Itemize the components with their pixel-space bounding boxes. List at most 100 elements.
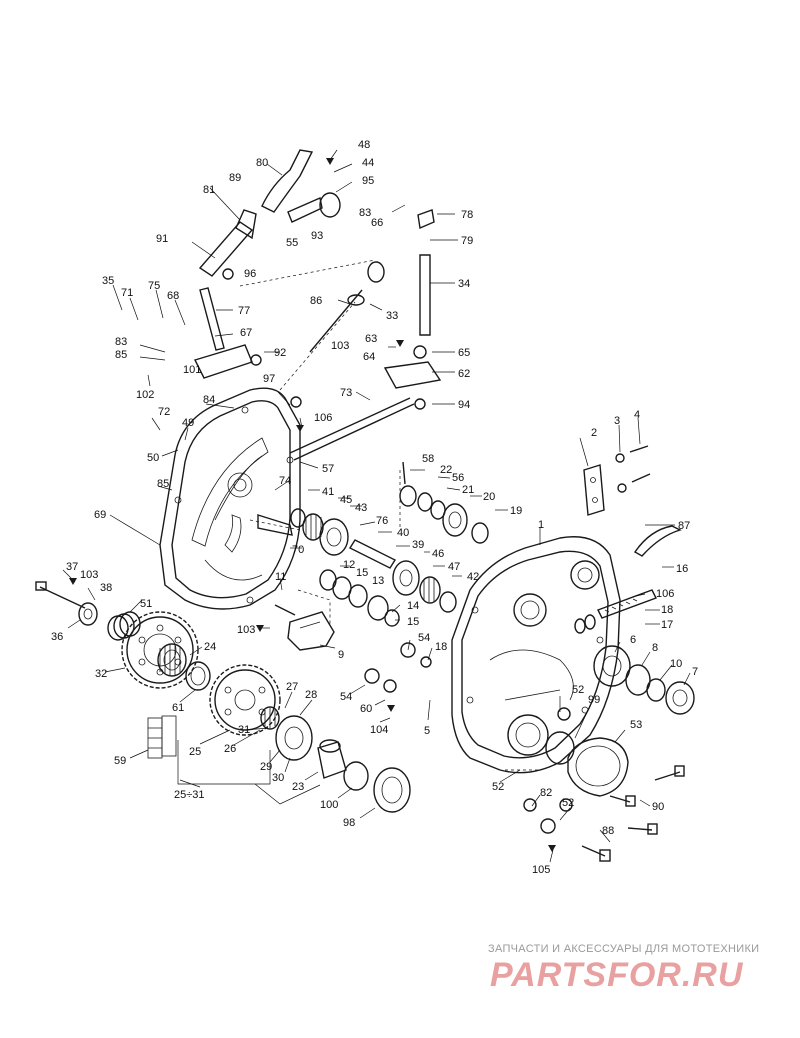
label-18-right: 18 — [661, 604, 673, 616]
label-18-mid: 18 — [435, 641, 447, 653]
label-79: 79 — [461, 235, 473, 247]
label-8: 8 — [652, 642, 658, 654]
label-30: 30 — [272, 772, 284, 784]
label-28: 28 — [305, 689, 317, 701]
label-68: 68 — [167, 290, 179, 302]
label-63: 63 — [365, 333, 377, 345]
label-57: 57 — [322, 463, 334, 475]
label-25: 25 — [189, 746, 201, 758]
label-49: 49 — [182, 417, 194, 429]
label-94: 94 — [458, 399, 470, 411]
label-21: 21 — [462, 484, 474, 496]
washer-19 — [471, 522, 489, 544]
rings-17-18 — [574, 614, 596, 634]
label-3: 3 — [614, 415, 620, 427]
label-41: 41 — [322, 486, 334, 498]
ring-99 — [545, 731, 575, 765]
label-52-top: 52 — [572, 684, 584, 696]
small-fasteners — [69, 158, 573, 852]
label-106-right: 106 — [656, 588, 674, 600]
label-32: 32 — [95, 668, 107, 680]
label-13: 13 — [372, 575, 384, 587]
label-83-left: 83 — [115, 336, 127, 348]
label-24: 24 — [204, 641, 216, 653]
label-43: 43 — [355, 502, 367, 514]
label-69: 69 — [94, 509, 106, 521]
label-85-mid: 85 — [157, 478, 169, 490]
label-103-mid: 103 — [237, 624, 255, 636]
cable-86 — [309, 261, 385, 353]
oring-100 — [343, 761, 369, 791]
washer-10 — [646, 678, 666, 702]
label-42: 42 — [467, 571, 479, 583]
shaft-40 — [348, 539, 397, 569]
label-33: 33 — [386, 310, 398, 322]
label-29: 29 — [260, 761, 272, 773]
label-35: 35 — [102, 275, 114, 287]
label-7: 7 — [692, 666, 698, 678]
plate-30 — [275, 715, 313, 761]
hub-36-38 — [35, 581, 98, 626]
bearing-24 — [157, 643, 187, 677]
label-71: 71 — [121, 287, 133, 299]
label-65: 65 — [458, 347, 470, 359]
washer-42 — [439, 591, 457, 613]
label-83: 83 — [359, 207, 371, 219]
label-46: 46 — [432, 548, 444, 560]
label-97: 97 — [263, 373, 275, 385]
label-14: 14 — [407, 600, 419, 612]
connector-95 — [319, 192, 341, 218]
label-78: 78 — [461, 209, 473, 221]
label-22: 22 — [440, 464, 452, 476]
label-73: 73 — [340, 387, 352, 399]
parts-12-15-13-14 — [319, 569, 400, 627]
label-105: 105 — [532, 864, 550, 876]
label-104: 104 — [370, 724, 388, 736]
label-15-lower: 15 — [407, 616, 419, 628]
label-88: 88 — [602, 825, 614, 837]
label-92: 92 — [274, 347, 286, 359]
bolt-11 — [274, 604, 296, 616]
label-1: 1 — [538, 519, 544, 531]
label-20: 20 — [483, 491, 495, 503]
gear-43 — [319, 518, 349, 556]
label-37: 37 — [66, 561, 78, 573]
bracket-9 — [287, 611, 335, 651]
outer-chaincase-cover — [159, 387, 301, 610]
label-95: 95 — [362, 175, 374, 187]
label-81: 81 — [203, 184, 215, 196]
label-31: 31 — [238, 724, 250, 736]
label-80: 80 — [256, 157, 268, 169]
label-87: 87 — [678, 520, 690, 532]
label-16: 16 — [676, 563, 688, 575]
pin-58 — [402, 461, 406, 485]
label-55: 55 — [286, 237, 298, 249]
bearing-98 — [373, 767, 411, 813]
label-27: 27 — [286, 681, 298, 693]
label-51: 51 — [140, 598, 152, 610]
chain-59 — [147, 715, 177, 759]
label-84: 84 — [203, 394, 215, 406]
label-70: 70 — [292, 544, 304, 556]
bolts-3-4 — [615, 445, 651, 493]
bearing-45 — [302, 513, 324, 541]
label-98: 98 — [343, 817, 355, 829]
label-11: 11 — [275, 571, 286, 583]
watermark-tagline: ЗАПЧАСТИ И АКСЕССУАРЫ ДЛЯ МОТОТЕХНИКИ — [488, 943, 760, 955]
label-100: 100 — [320, 799, 338, 811]
label-75: 75 — [148, 280, 160, 292]
bearing-47 — [419, 576, 441, 604]
label-54-mid: 54 — [340, 691, 352, 703]
label-23: 23 — [292, 781, 304, 793]
label-34: 34 — [458, 278, 470, 290]
sleeve-23 — [317, 739, 347, 779]
label-101: 101 — [183, 364, 201, 376]
part-number-labels: 48 44 80 95 89 81 83 78 66 79 93 55 91 9… — [51, 139, 698, 876]
ring-8 — [625, 664, 651, 696]
label-93: 93 — [311, 230, 323, 242]
label-82: 82 — [540, 787, 552, 799]
watermark-logo: PARTSFOR.RU — [490, 956, 744, 994]
washers-21-22-56 — [399, 485, 446, 520]
